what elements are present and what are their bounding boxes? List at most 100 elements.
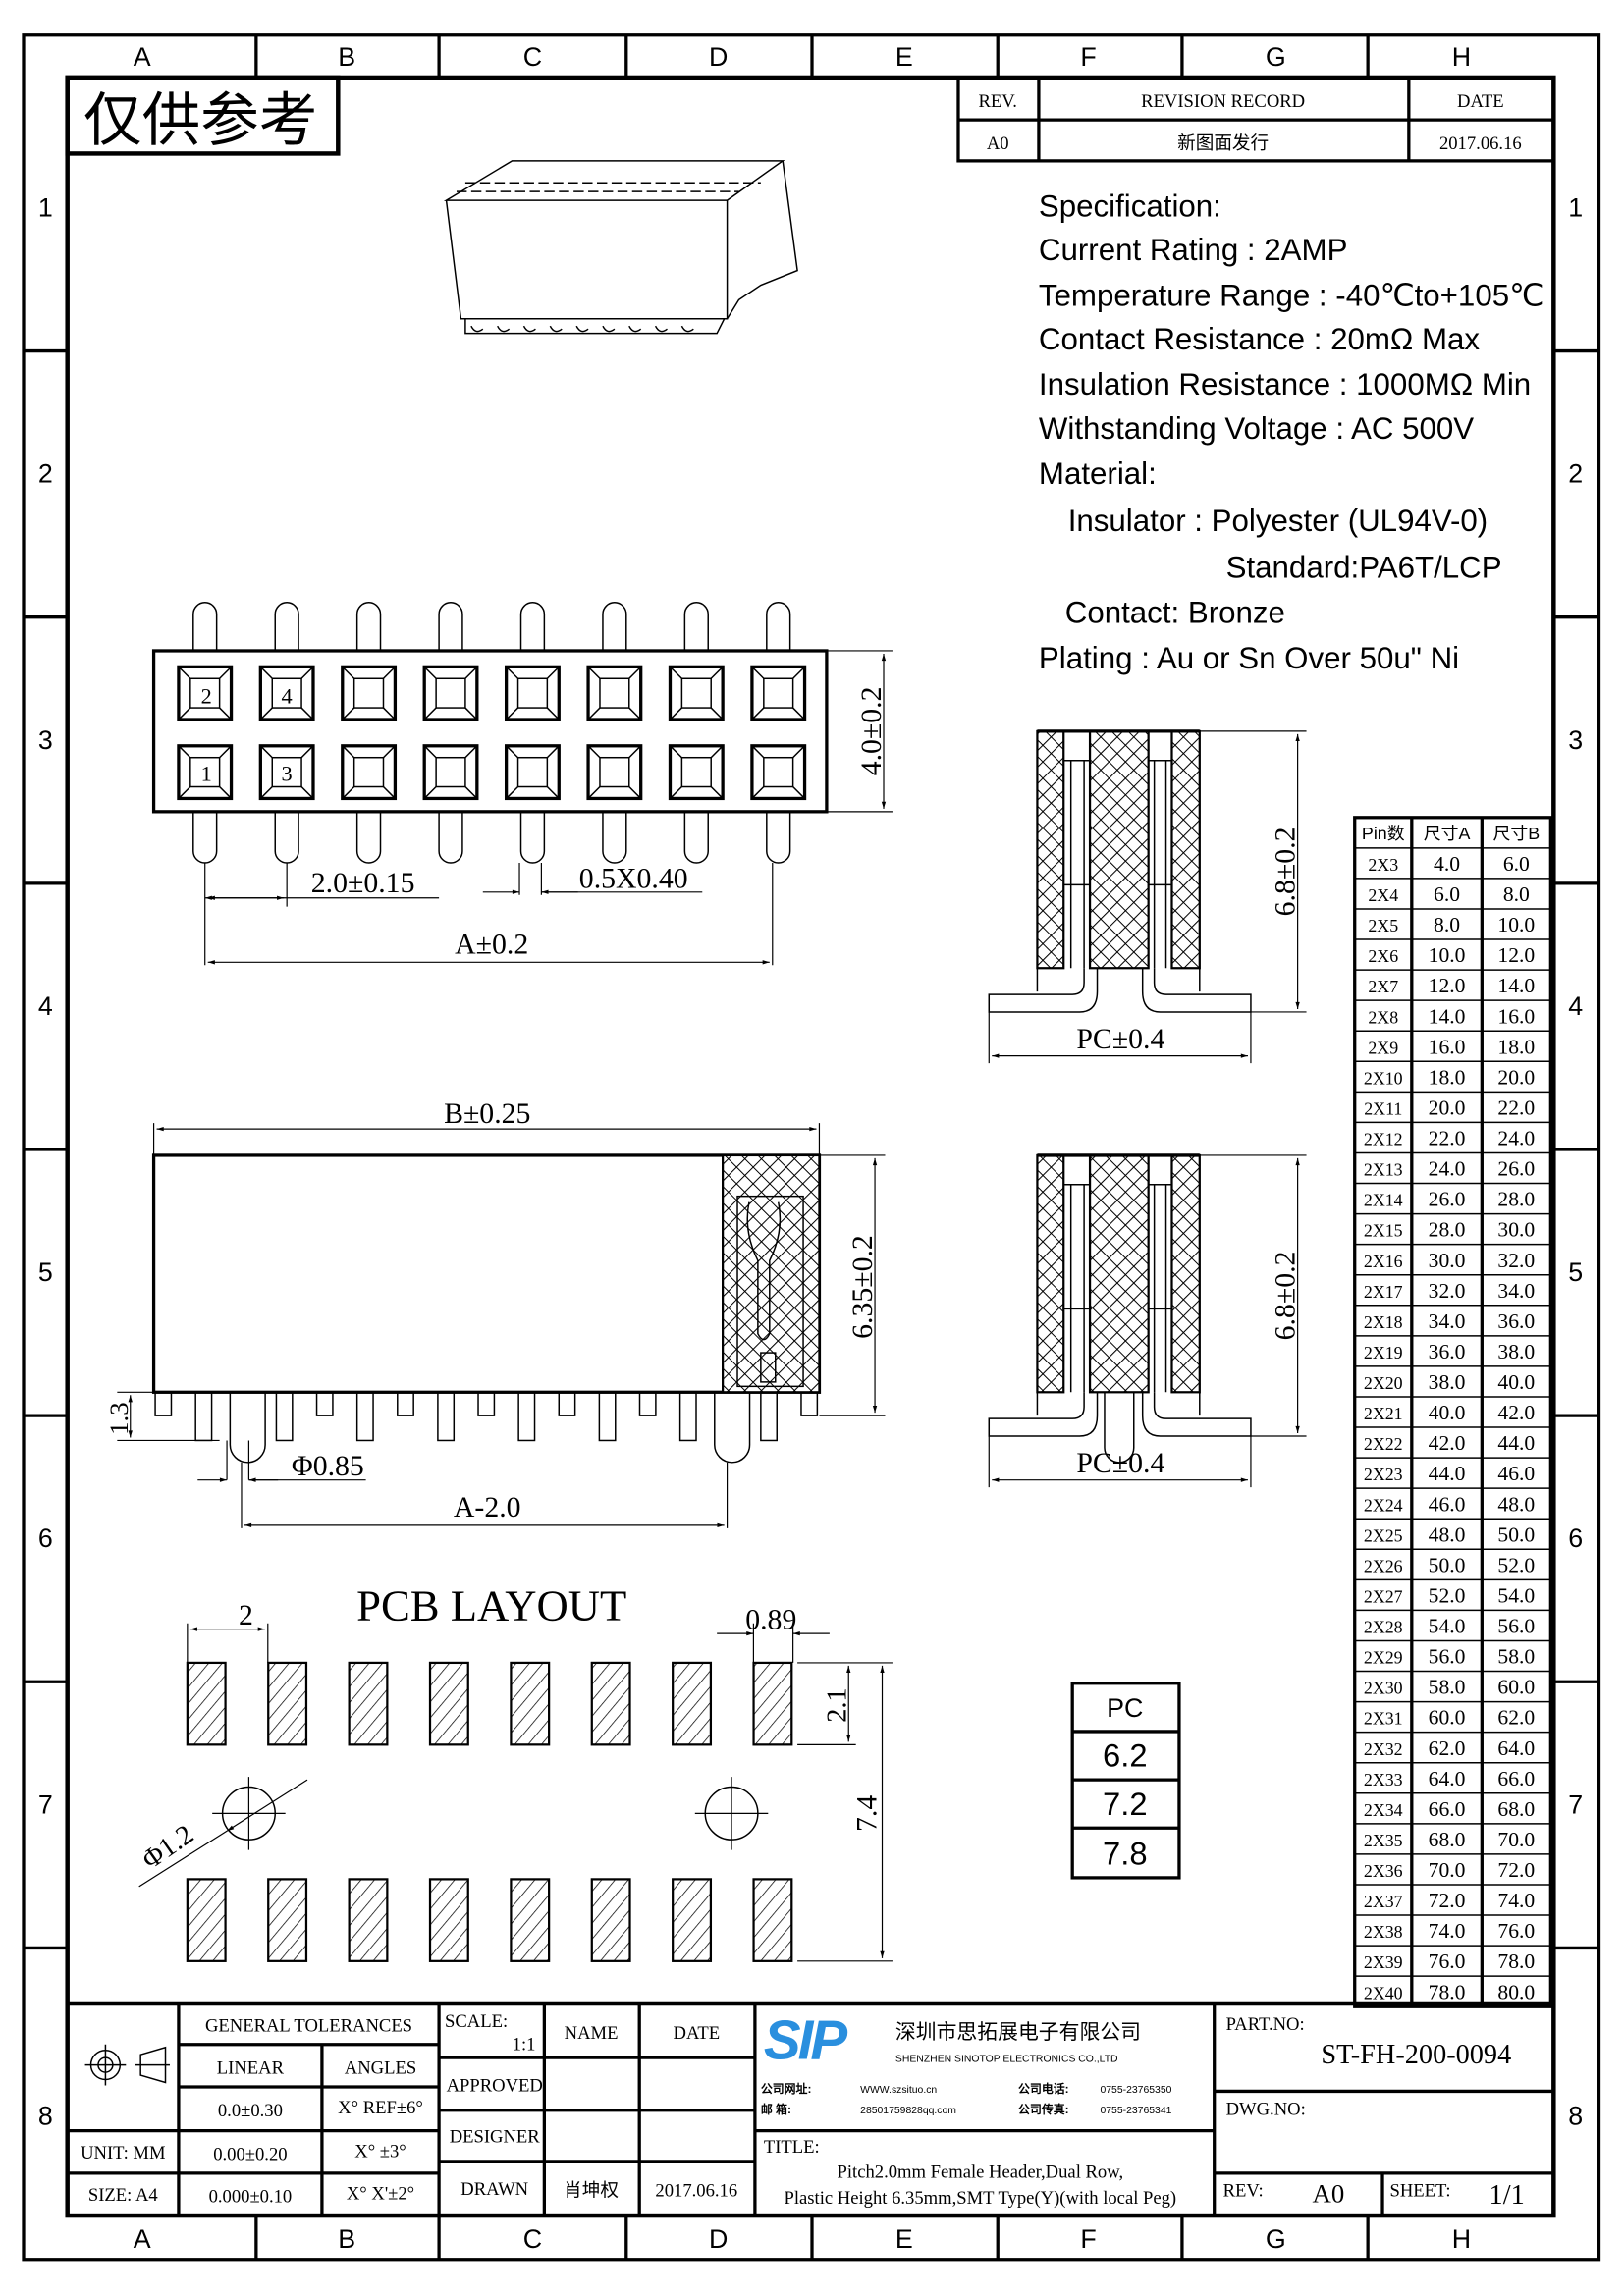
pin-tail xyxy=(602,602,627,651)
date-header: DATE xyxy=(674,2023,721,2044)
company-name-en: SHENZHEN SINOTOP ELECTRONICS CO.,LTD xyxy=(895,2055,1118,2065)
peg xyxy=(1104,1392,1135,1464)
size-b: 12.0 xyxy=(1497,943,1535,967)
size-a: 64.0 xyxy=(1429,1767,1466,1790)
smt-pin xyxy=(194,1391,213,1442)
size-a: 46.0 xyxy=(1429,1492,1466,1516)
column-label: H xyxy=(1452,42,1471,72)
fax: 0755-23765341 xyxy=(1100,2106,1171,2116)
column-label: C xyxy=(523,2224,542,2254)
revision-record-header: REVISION RECORD xyxy=(1141,91,1305,112)
spec-voltage: Withstanding Voltage : AC 500V xyxy=(1039,411,1474,446)
size-b: 14.0 xyxy=(1497,974,1535,997)
socket-contact xyxy=(586,744,643,801)
smt-pin xyxy=(760,1391,778,1442)
size-b: 18.0 xyxy=(1497,1035,1535,1058)
pin-label-3: 3 xyxy=(282,762,293,786)
size-b: 10.0 xyxy=(1497,913,1535,936)
pin-count: 2X11 xyxy=(1364,1098,1402,1118)
pin-count: 2X40 xyxy=(1364,1983,1403,2002)
size-b: 40.0 xyxy=(1497,1370,1535,1394)
pin-count: 2X20 xyxy=(1364,1373,1403,1393)
pcb-pad xyxy=(510,1661,551,1746)
linear-tolerance: 0.00±0.20 xyxy=(213,2144,287,2164)
spec-insulation-resistance: Insulation Resistance : 1000MΩ Min xyxy=(1039,367,1531,401)
pin-count: 2X5 xyxy=(1368,916,1398,935)
pin-count: 2X8 xyxy=(1368,1007,1398,1027)
pin-label-2: 2 xyxy=(201,684,212,709)
section-view-1: 6.8±0.2PC±0.4 xyxy=(988,729,1307,1064)
size-label: SIZE: A4 xyxy=(88,2185,159,2206)
pin-count: 2X34 xyxy=(1364,1800,1403,1820)
pcb-pad xyxy=(267,1878,308,1962)
size-a: 78.0 xyxy=(1429,1980,1466,2003)
pin-count: 2X35 xyxy=(1364,1831,1403,1850)
pin-count: 2X36 xyxy=(1364,1861,1403,1881)
dim-hole-diameter: Φ1.2 xyxy=(136,1819,199,1876)
row-label: 4 xyxy=(1568,991,1583,1021)
size-a: 18.0 xyxy=(1429,1065,1466,1089)
row-label: 1 xyxy=(38,192,53,222)
date-header: DATE xyxy=(1457,91,1504,112)
row-label: 4 xyxy=(38,991,53,1021)
spec-current: Current Rating : 2AMP xyxy=(1039,233,1348,267)
email-label: 邮 箱: xyxy=(761,2103,791,2116)
company-logo: SIP xyxy=(764,2009,851,2071)
row-label: 3 xyxy=(1568,725,1583,755)
pin-count: 2X18 xyxy=(1364,1312,1403,1332)
pin-count: 2X31 xyxy=(1364,1709,1403,1729)
pin-count: 2X28 xyxy=(1364,1618,1403,1637)
pcb-pad xyxy=(267,1661,308,1746)
angle-tolerance: X° X'±2° xyxy=(347,2184,414,2205)
socket-contact xyxy=(668,744,725,801)
part-no-label: PART.NO: xyxy=(1226,2014,1305,2035)
size-b: 80.0 xyxy=(1497,1980,1535,2003)
top-view: 2 4 1 3 4.0±0.2 2.0±0.15 0.5X0.40 A±0.2 xyxy=(151,602,893,966)
column-label: D xyxy=(709,42,728,72)
pcb-layout: PCB LAYOUT 2 0.89 2.1 7.4 Φ1.2 xyxy=(136,1581,893,1962)
row-label: 7 xyxy=(1568,1789,1583,1819)
row-label: 2 xyxy=(1568,459,1583,489)
title-label: TITLE: xyxy=(764,2137,820,2158)
size-b: 8.0 xyxy=(1503,882,1530,906)
column-label: B xyxy=(338,2224,355,2254)
spec-standard: Standard:PA6T/LCP xyxy=(1226,550,1502,584)
socket-contact xyxy=(586,665,643,721)
size-a: 72.0 xyxy=(1429,1889,1466,1912)
size-b: 16.0 xyxy=(1497,1004,1535,1028)
pc-table: PC 6.2 7.2 7.8 xyxy=(1070,1682,1181,1880)
size-b: 48.0 xyxy=(1497,1492,1535,1516)
pin-tail xyxy=(192,811,218,864)
pcb-pad xyxy=(752,1878,793,1962)
row-label: 8 xyxy=(1568,2102,1583,2131)
rev-label: REV: xyxy=(1223,2181,1264,2202)
pin-tail xyxy=(683,811,709,864)
pcb-pad xyxy=(590,1661,631,1746)
peg xyxy=(229,1392,266,1464)
size-a: 24.0 xyxy=(1429,1157,1466,1181)
dim-peg-diameter: Φ0.85 xyxy=(292,1450,364,1482)
size-b: 36.0 xyxy=(1497,1309,1535,1333)
column-label: F xyxy=(1080,2224,1096,2254)
title-line-2: Plastic Height 6.35mm,SMT Type(Y)(with l… xyxy=(785,2188,1177,2209)
row-label: 1 xyxy=(1568,192,1583,222)
size-a: 76.0 xyxy=(1429,1949,1466,1973)
size-b: 76.0 xyxy=(1497,1919,1535,1943)
size-a: 52.0 xyxy=(1429,1583,1466,1607)
column-label: F xyxy=(1080,42,1096,72)
size-b: 62.0 xyxy=(1497,1706,1535,1730)
size-b: 58.0 xyxy=(1497,1645,1535,1669)
pin-tail xyxy=(766,602,791,651)
size-b: 66.0 xyxy=(1497,1767,1535,1790)
size-a: 22.0 xyxy=(1429,1127,1466,1150)
